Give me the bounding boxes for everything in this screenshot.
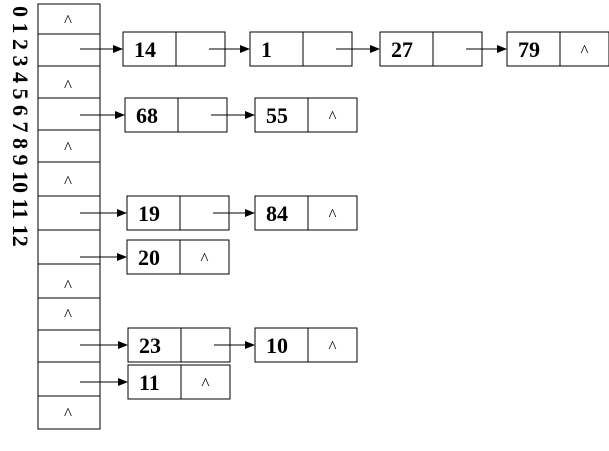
node-null-pointer: ^: [202, 374, 210, 393]
hash-cell-10: [37, 329, 101, 363]
chain-row-10: 23 10 ^: [80, 327, 358, 363]
node-box: [379, 31, 483, 67]
null-pointer-4: ^: [64, 138, 72, 157]
chain-row-11: 11 ^: [80, 364, 231, 400]
list-node-10: 10 ^: [254, 327, 358, 363]
node-value: 79: [518, 37, 540, 62]
list-node-84: 84 ^: [254, 195, 358, 231]
hash-cell-3: [37, 97, 101, 131]
next-pointer-arrow-head: [370, 45, 380, 53]
node-value: 20: [138, 245, 160, 270]
node-box: [254, 195, 358, 231]
next-pointer-arrow-head: [245, 209, 255, 217]
hash-cell-2: [37, 65, 101, 99]
node-value: 19: [138, 201, 160, 226]
node-box: [506, 31, 609, 67]
node-value: 68: [136, 103, 158, 128]
list-node-20: 20 ^: [126, 239, 230, 275]
node-value: 11: [139, 370, 160, 395]
node-null-pointer: ^: [329, 337, 337, 356]
bucket-pointer-arrow-6-head: [117, 209, 127, 217]
next-pointer-arrow-head: [245, 341, 255, 349]
hash-cell-11: [37, 361, 101, 397]
node-box: [126, 195, 230, 231]
list-node-27: 27: [379, 31, 483, 67]
next-pointer-arrow-head: [497, 45, 507, 53]
list-node-68: 68: [124, 97, 228, 133]
hash-cell-0: [37, 3, 101, 35]
next-pointer-arrow-head: [240, 45, 250, 53]
node-box: [124, 97, 228, 133]
bucket-pointer-arrow-11-head: [118, 378, 128, 386]
node-box: [122, 31, 226, 67]
bucket-pointer-arrow-7-head: [117, 253, 127, 261]
list-node-55: 55 ^: [254, 97, 358, 133]
hash-cell-1: [37, 33, 101, 67]
hash-cell-8: [37, 263, 101, 299]
next-pointer-arrow-head: [245, 111, 255, 119]
linked-lists: 14 1 27 79 ^ 68 55 ^ 19 84 ^ 20 ^ 23 10 ^ 11 ^: [80, 31, 609, 400]
node-box: [254, 97, 358, 133]
null-pointer-0: ^: [64, 11, 72, 30]
null-pointer-9: ^: [64, 305, 72, 324]
bucket-pointer-arrow-3-head: [115, 111, 125, 119]
null-pointer-2: ^: [64, 76, 72, 95]
node-box: [127, 364, 231, 400]
null-pointer-8: ^: [64, 276, 72, 295]
node-null-pointer: ^: [581, 41, 589, 60]
chain-row-1: 14 1 27 79 ^: [80, 31, 609, 67]
node-box: [254, 327, 358, 363]
null-pointer-12: ^: [64, 404, 72, 423]
chain-row-6: 19 84 ^: [80, 195, 358, 231]
node-value: 10: [266, 333, 288, 358]
hash-cell-7: [37, 229, 101, 265]
node-value: 55: [266, 103, 288, 128]
hash-cell-5: [37, 161, 101, 197]
bucket-pointer-arrow-1-head: [113, 45, 123, 53]
list-node-19: 19: [126, 195, 230, 231]
list-node-11: 11 ^: [127, 364, 231, 400]
node-value: 84: [266, 201, 288, 226]
node-box: [126, 239, 230, 275]
node-value: 14: [134, 37, 156, 62]
null-pointer-5: ^: [64, 172, 72, 191]
node-value: 23: [139, 333, 161, 358]
hash-table-column: ^ ^ ^ ^ ^ ^ ^: [37, 3, 101, 430]
node-value: 27: [391, 37, 413, 62]
node-box: [249, 31, 353, 67]
hash-cell-12: [37, 395, 101, 430]
list-node-79: 79 ^: [506, 31, 609, 67]
list-node-14: 14: [122, 31, 226, 67]
node-value: 1: [261, 37, 272, 62]
node-null-pointer: ^: [201, 249, 209, 268]
chain-row-3: 68 55 ^: [80, 97, 358, 133]
chain-row-7: 20 ^: [80, 239, 230, 275]
index-labels: 0 1 2 3 4 5 6 7 8 9 10 11 12: [8, 6, 33, 247]
node-null-pointer: ^: [329, 205, 337, 224]
node-null-pointer: ^: [329, 107, 337, 126]
index-labels-text: 0 1 2 3 4 5 6 7 8 9 10 11 12: [8, 6, 33, 247]
bucket-pointer-arrow-10-head: [118, 341, 128, 349]
list-node-1: 1: [249, 31, 353, 67]
